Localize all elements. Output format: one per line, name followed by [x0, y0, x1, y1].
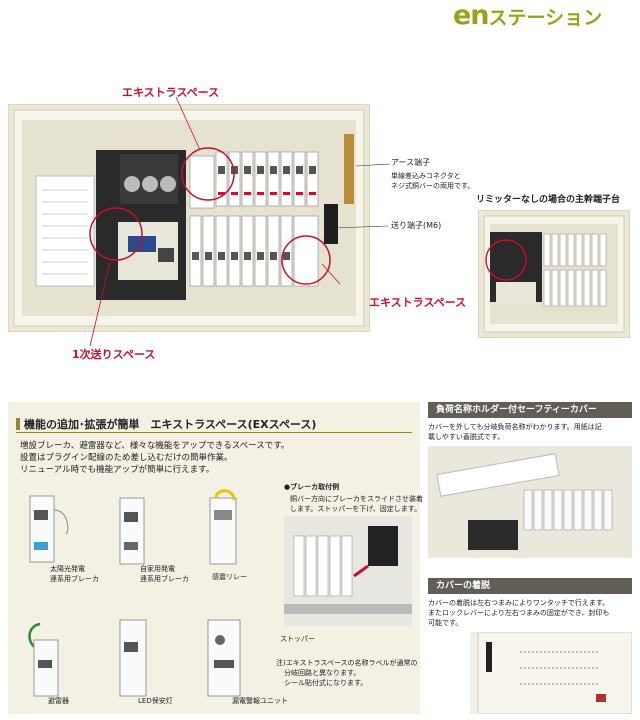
note-3: シール貼付式になります。 [284, 679, 368, 687]
arrester-label: 避雷器 [48, 697, 69, 705]
label-extra-space-top: エキストラスペース [122, 86, 220, 99]
arrester-image [28, 622, 59, 697]
cover-attach-header: カバーの着脱 [428, 578, 632, 594]
label-limiter: リミッターなしの場合の主幹端子台 [476, 195, 621, 205]
cover-attach-photo [470, 632, 632, 714]
home-label-2: 連系用ブレーカ [140, 575, 189, 583]
label-feed-terminal: 送り端子(M6) [391, 221, 442, 230]
extra-space-body-2: 設置はプラグイン配線のため差し込むだけの簡単作業。 [20, 453, 233, 463]
solar-label-2: 連系用ブレーカ [50, 575, 99, 583]
home-label-1: 自家用発電 [140, 565, 175, 573]
extra-space-section: 機能の追加･拡張が簡単 エキストラスペース(EXスペース) 増設ブレーカ、避雷器… [8, 402, 423, 714]
breaker-example-desc-2: します。ストッパーを下げ、固定します。 [290, 505, 422, 513]
safety-cover-photo [428, 446, 632, 558]
home-breaker-image [119, 497, 145, 565]
brand-logo: enステーション [453, 0, 602, 31]
cover-attach-body-2: またロックレバーにより左右つまみの固定ができ、封印も [428, 609, 610, 617]
safety-cover-body-2: 載しやすい蓋脱式です。 [428, 433, 505, 441]
limiterless-panel-photo [478, 210, 630, 338]
note-2: 分岐回路と異なります。 [284, 669, 361, 677]
leader-lines [89, 96, 391, 347]
leak-label: 漏電警報ユニット [232, 697, 288, 705]
label-earth-note-1: 単線差込みコネクタと [391, 172, 461, 180]
safety-cover-body-1: カバーを外しても分岐負荷名称がわかります。用紙は記 [428, 423, 602, 431]
label-earth-note-2: ネジ式銅バーの両用です。 [391, 182, 475, 190]
main-panel-photo [8, 104, 370, 332]
solar-label-1: 太陽光発電 [50, 565, 85, 573]
solar-breaker-image [29, 495, 69, 563]
breaker-example-image [284, 516, 412, 626]
safety-cover-header: 負荷名称ホルダー付セーフティーカバー [428, 402, 632, 418]
extra-space-title: 機能の追加･拡張が簡単 エキストラスペース(EXスペース) [16, 416, 316, 432]
led-light-image [119, 619, 147, 697]
stopper-label: ストッパー [280, 635, 315, 643]
seismic-relay-image [209, 489, 237, 565]
led-label: LED保安灯 [138, 697, 173, 705]
leak-alarm-image [207, 619, 241, 697]
extra-space-body-3: リニューアル時でも機能アップが簡単に行えます。 [20, 465, 215, 475]
brand-en: en [453, 0, 490, 31]
cover-attach-body-3: 可能です。 [428, 619, 463, 627]
cover-attach-body-1: カバーの着脱は左右つまみによりワンタッチで行えます。 [428, 599, 610, 607]
brand-station: ステーション [488, 7, 603, 29]
label-earth-terminal: アース端子 [391, 158, 431, 167]
note-1: 注)エキストラスペースの名称ラベルが通常の [276, 659, 418, 667]
label-primary-feed: 1次送りスペース [72, 348, 156, 361]
breaker-example-title: ●ブレーカ取付例 [284, 483, 340, 491]
relay-label: 感震リレー [212, 573, 247, 581]
breaker-example-desc-1: 銅バー方向にブレーカをスライドさせ装着 [290, 495, 423, 503]
extra-space-body-1: 増設ブレーカ、避雷器など、様々な機能をアップできるスペースです。 [20, 441, 290, 451]
label-extra-space-right: エキストラスペース [369, 296, 467, 309]
